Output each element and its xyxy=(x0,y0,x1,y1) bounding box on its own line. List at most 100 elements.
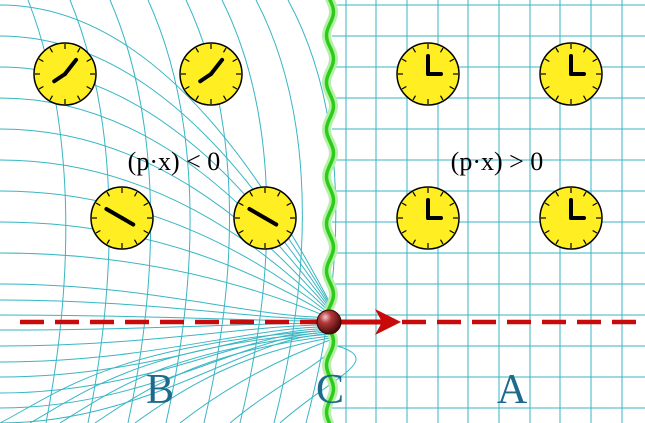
clock-tick xyxy=(195,95,200,101)
clock-tick xyxy=(286,202,292,207)
clock-tick xyxy=(449,85,455,90)
clock-tick xyxy=(439,47,444,53)
right-grid xyxy=(332,0,645,423)
clock-icon xyxy=(396,42,460,106)
clock-minute-hand xyxy=(209,57,225,76)
clock-tick xyxy=(232,85,238,90)
grid-curve-line xyxy=(29,331,331,423)
clock-icon xyxy=(179,42,243,106)
clock-hour-hand xyxy=(263,216,279,227)
clock-tick xyxy=(555,47,560,53)
grid-curve-line xyxy=(147,0,191,423)
grid-curve-line xyxy=(0,322,331,331)
clock-tick xyxy=(95,229,101,234)
clock-tick xyxy=(238,229,244,234)
grid-curve-line xyxy=(0,4,331,304)
grid-curve-line xyxy=(0,324,331,347)
grid-curve-line xyxy=(59,333,331,423)
clock-icon xyxy=(233,186,297,250)
clock-tick xyxy=(401,85,407,90)
clock-tick xyxy=(401,229,407,234)
grid-curve-line xyxy=(0,333,331,423)
clock-tick xyxy=(582,239,587,245)
grid-curve-line xyxy=(0,252,331,319)
arrow-head xyxy=(375,309,401,335)
clock-tick xyxy=(582,47,587,53)
grid-curve-line xyxy=(0,329,331,423)
region-label-b: B xyxy=(146,367,174,413)
clock-tick xyxy=(38,85,44,90)
grid-curve-line xyxy=(134,337,331,423)
clock-tick xyxy=(133,191,138,197)
clock-icon xyxy=(396,186,460,250)
clock-tick xyxy=(592,202,598,207)
grid-curve-line xyxy=(109,0,152,423)
clock-tick xyxy=(276,191,281,197)
clock-hour-hand xyxy=(198,72,213,84)
clock-tick xyxy=(195,47,200,53)
clock-tick xyxy=(555,191,560,197)
clock-tick xyxy=(95,202,101,207)
clock-tick xyxy=(412,239,417,245)
clock-tick xyxy=(222,47,227,53)
clock-tick xyxy=(449,202,455,207)
clock-icon xyxy=(90,186,154,250)
clock-tick xyxy=(592,85,598,90)
clock-tick xyxy=(276,239,281,245)
clock-tick xyxy=(555,95,560,101)
clock-tick xyxy=(76,47,81,53)
clock-tick xyxy=(544,229,550,234)
grid-curve-line xyxy=(0,331,331,409)
region-label-a: A xyxy=(497,367,528,413)
clock-tick xyxy=(106,191,111,197)
clock-tick xyxy=(401,58,407,63)
clock-tick xyxy=(439,95,444,101)
grid-curve-line xyxy=(0,314,331,322)
grid-curve-line xyxy=(279,343,357,423)
clock-tick xyxy=(449,58,455,63)
clock-tick xyxy=(544,58,550,63)
clock-tick xyxy=(184,85,190,90)
momentum-arrow xyxy=(340,309,401,335)
clock-tick xyxy=(412,47,417,53)
grid-curve-line xyxy=(69,0,110,423)
grid-curve-line xyxy=(0,299,331,320)
grid-curve-line xyxy=(221,0,268,423)
clock-tick xyxy=(412,191,417,197)
left-curved-grid xyxy=(0,0,357,423)
clock-tick xyxy=(86,58,92,63)
clock-tick xyxy=(439,191,444,197)
grid-curve-line xyxy=(0,326,331,363)
clock-tick xyxy=(38,58,44,63)
clock-tick xyxy=(555,239,560,245)
horizon-wall xyxy=(321,0,339,423)
grid-curve-line xyxy=(0,159,331,313)
grid-curve-line xyxy=(0,330,331,394)
clock-minute-hand xyxy=(63,57,79,76)
clock-tick xyxy=(412,95,417,101)
region-label-c: C xyxy=(316,367,344,413)
clock-tick xyxy=(232,58,238,63)
clocks xyxy=(33,42,603,250)
clock-tick xyxy=(143,229,149,234)
grid-curve-line xyxy=(27,0,67,423)
clock-tick xyxy=(249,191,254,197)
grid-curve-line xyxy=(287,0,337,423)
clock-minute-hand xyxy=(104,207,124,220)
clock-tick xyxy=(133,239,138,245)
grid-curve-line xyxy=(185,0,230,423)
clock-tick xyxy=(582,95,587,101)
grid-curve-line xyxy=(0,66,331,307)
clock-tick xyxy=(106,239,111,245)
clock-tick xyxy=(49,47,54,53)
clock-hour-hand xyxy=(120,216,136,227)
clock-tick xyxy=(143,202,149,207)
clock-tick xyxy=(592,58,598,63)
clock-tick xyxy=(86,85,92,90)
expression-right: (p·x) > 0 xyxy=(451,147,544,176)
clock-tick xyxy=(286,229,292,234)
clock-tick xyxy=(449,229,455,234)
grid-curve-line xyxy=(94,335,331,423)
clock-tick xyxy=(184,58,190,63)
